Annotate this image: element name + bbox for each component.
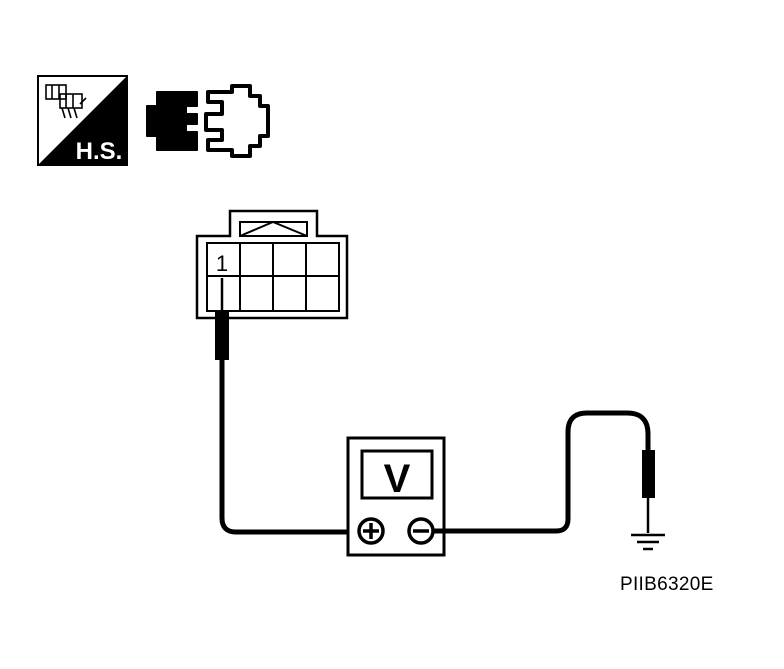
voltmeter-symbol: V: [384, 457, 411, 501]
terminal-number-label: 1: [216, 251, 228, 276]
positive-test-probe: [215, 278, 229, 360]
negative-test-lead: [433, 410, 651, 534]
mini-connector-icon: [45, 84, 87, 119]
minus-icon: [407, 517, 435, 545]
disconnect-icon: [146, 84, 270, 158]
negative-test-probe: [642, 450, 655, 533]
plus-icon: [357, 517, 385, 545]
figure-reference-code: PIIB6320E: [620, 574, 714, 595]
voltmeter: V: [346, 436, 446, 557]
badge-label: H.S.: [76, 138, 123, 165]
harness-connector: [195, 209, 349, 320]
ground-icon: [631, 533, 665, 551]
positive-test-lead: [219, 360, 350, 535]
harness-side-badge: H.S.: [37, 75, 128, 166]
voltmeter-display: [360, 449, 434, 500]
